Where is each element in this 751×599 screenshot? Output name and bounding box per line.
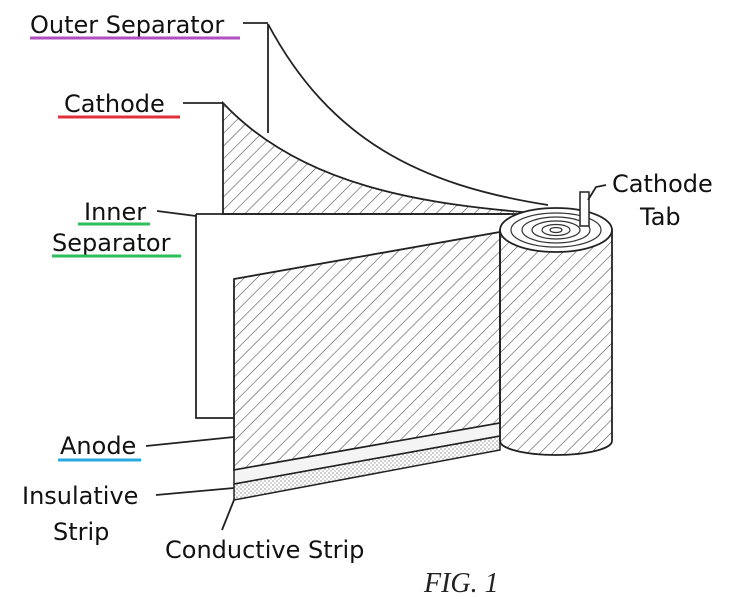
inner-separator-label-line1: Inner xyxy=(84,198,146,226)
anode-label: Anode xyxy=(60,432,136,460)
inner-separator-leader xyxy=(156,210,197,217)
conductive-strip-leader xyxy=(221,499,235,531)
outer-separator-sheet xyxy=(267,23,549,206)
insulative-strip-label-line1: Insulative xyxy=(22,482,138,510)
battery-roll xyxy=(499,207,613,456)
cathode-tab-label-line1: Cathode xyxy=(612,170,713,198)
cathode-tab-label-line2: Tab xyxy=(639,203,681,231)
cathode-tab-leader xyxy=(587,184,607,201)
inner-separator-sheet xyxy=(195,213,510,419)
figure-caption: FIG. 1 xyxy=(423,568,499,599)
inner-separator-label-line2: Separator xyxy=(52,229,171,257)
cathode-label: Cathode xyxy=(64,90,165,118)
outer-separator-label: Outer Separator xyxy=(30,11,224,39)
cathode-tab xyxy=(579,191,590,227)
insulative-strip-leader xyxy=(155,487,235,496)
anode-leader xyxy=(145,436,235,447)
cathode-sheet xyxy=(222,100,549,215)
conductive-strip xyxy=(233,435,501,501)
conductive-strip-label: Conductive Strip xyxy=(165,536,364,564)
insulative-strip-label-line2: Strip xyxy=(53,518,109,546)
